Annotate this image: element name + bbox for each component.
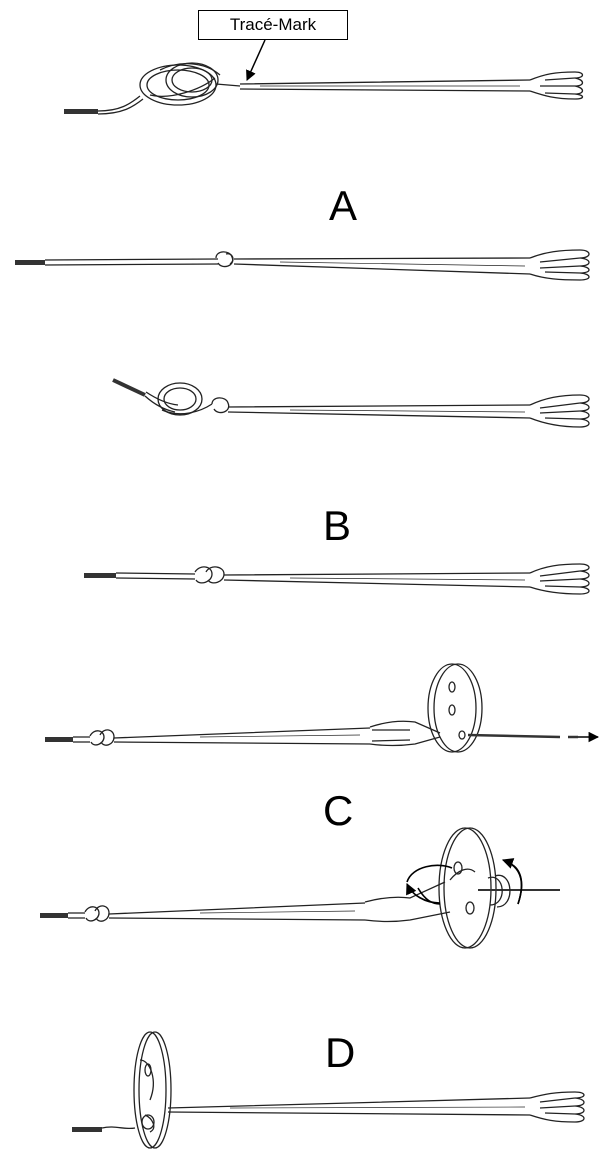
callout-leader-arrow xyxy=(247,40,265,80)
figure-6-disc-wrapping xyxy=(40,828,560,948)
trace-mark-callout: Tracé-Mark xyxy=(198,10,348,40)
step-label-d: D xyxy=(325,1032,355,1074)
figure-4-double-knot xyxy=(84,564,589,594)
rotate-arrow-right xyxy=(503,860,522,904)
figure-1-loop-knot xyxy=(64,63,583,114)
figure-2-straight-knot xyxy=(15,250,589,280)
figure-3-second-loop xyxy=(113,380,589,427)
step-label-c: C xyxy=(323,790,353,832)
step-label-a: A xyxy=(329,185,357,227)
step-label-b: B xyxy=(323,505,351,547)
figure-5-disc-threading xyxy=(45,664,578,752)
